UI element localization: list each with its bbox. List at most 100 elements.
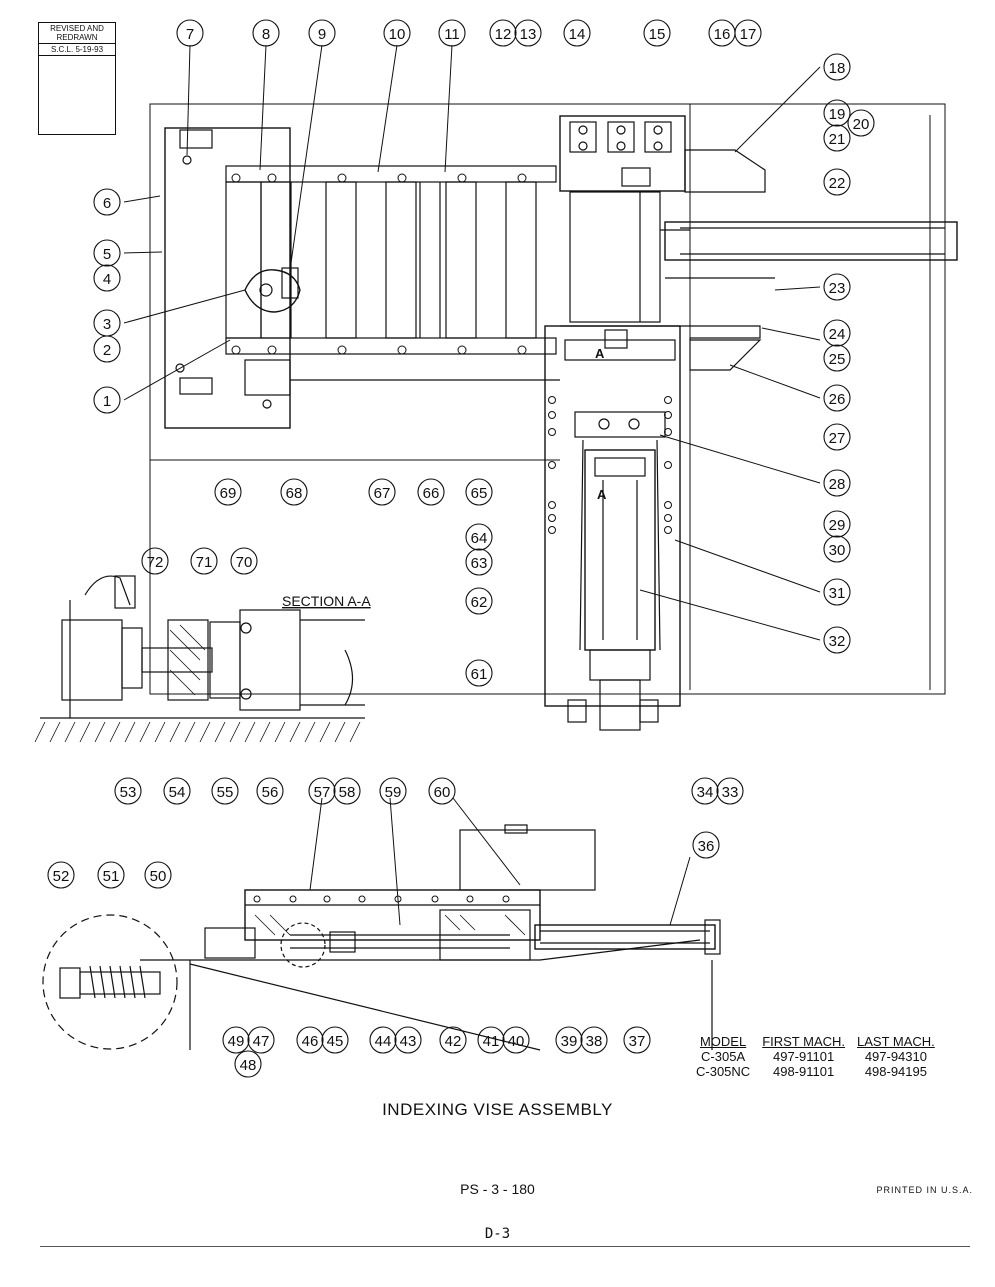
first-mach-header: FIRST MACH. bbox=[762, 1034, 846, 1049]
printed-note: PRINTED IN U.S.A. bbox=[876, 1185, 973, 1195]
svg-text:15: 15 bbox=[649, 26, 666, 43]
callout-72: 72 bbox=[141, 547, 169, 575]
svg-text:61: 61 bbox=[471, 666, 488, 683]
callout-25: 25 bbox=[823, 344, 851, 372]
svg-text:32: 32 bbox=[829, 633, 846, 650]
svg-text:11: 11 bbox=[444, 26, 460, 43]
callout-7: 7 bbox=[176, 19, 204, 47]
first-mach-cell: 498-91101 bbox=[772, 1064, 835, 1079]
callout-36: 36 bbox=[692, 831, 720, 859]
callout-28: 28 bbox=[823, 469, 851, 497]
svg-text:8: 8 bbox=[262, 26, 270, 43]
svg-text:69: 69 bbox=[220, 485, 237, 502]
callout-40: 40 bbox=[502, 1026, 530, 1054]
svg-text:59: 59 bbox=[385, 784, 402, 801]
svg-text:12: 12 bbox=[495, 26, 512, 43]
svg-text:60: 60 bbox=[434, 784, 451, 801]
callout-37: 37 bbox=[623, 1026, 651, 1054]
callout-4: 4 bbox=[93, 264, 121, 292]
callout-69: 69 bbox=[214, 478, 242, 506]
last-mach-cell: 497-94310 bbox=[864, 1049, 927, 1064]
table-row: C-305A 497-91101 497-94310 bbox=[690, 1049, 941, 1064]
svg-text:71: 71 bbox=[196, 554, 213, 571]
svg-text:29: 29 bbox=[829, 517, 846, 534]
callout-27: 27 bbox=[823, 423, 851, 451]
table-row: C-305NC 498-91101 498-94195 bbox=[690, 1064, 941, 1079]
callout-15: 15 bbox=[643, 19, 671, 47]
callout-46: 46 bbox=[296, 1026, 324, 1054]
callout-26: 26 bbox=[823, 384, 851, 412]
model-cell: C-305A bbox=[701, 1049, 746, 1064]
callout-38: 38 bbox=[580, 1026, 608, 1054]
last-mach-header: LAST MACH. bbox=[857, 1034, 935, 1049]
svg-text:23: 23 bbox=[829, 280, 846, 297]
svg-text:1: 1 bbox=[103, 393, 111, 410]
callout-47: 47 bbox=[247, 1026, 275, 1054]
callout-61: 61 bbox=[465, 659, 493, 687]
revision-line-3: S.C.L. 5-19-93 bbox=[39, 44, 115, 56]
callout-70: 70 bbox=[230, 547, 258, 575]
svg-text:46: 46 bbox=[302, 1033, 319, 1050]
callout-16: 16 bbox=[708, 19, 736, 47]
svg-text:68: 68 bbox=[286, 485, 303, 502]
svg-text:63: 63 bbox=[471, 555, 488, 572]
callout-56: 56 bbox=[256, 777, 284, 805]
svg-text:66: 66 bbox=[423, 485, 440, 502]
callout-45: 45 bbox=[321, 1026, 349, 1054]
callout-24: 24 bbox=[823, 319, 851, 347]
callout-67: 67 bbox=[368, 478, 396, 506]
svg-text:52: 52 bbox=[53, 868, 70, 885]
callout-23: 23 bbox=[823, 273, 851, 301]
callout-57: 57 bbox=[308, 777, 336, 805]
callout-10: 10 bbox=[383, 19, 411, 47]
callout-9: 9 bbox=[308, 19, 336, 47]
svg-text:31: 31 bbox=[829, 585, 846, 602]
callout-42: 42 bbox=[439, 1026, 467, 1054]
svg-text:20: 20 bbox=[853, 116, 870, 133]
callout-31: 31 bbox=[823, 578, 851, 606]
callout-32: 32 bbox=[823, 626, 851, 654]
callout-11: 11 bbox=[438, 19, 466, 47]
revision-line-2: REDRAWN bbox=[56, 33, 98, 42]
callout-48: 48 bbox=[234, 1050, 262, 1078]
callout-63: 63 bbox=[465, 548, 493, 576]
svg-text:48: 48 bbox=[240, 1057, 257, 1074]
callout-39: 39 bbox=[555, 1026, 583, 1054]
last-mach-cell: 498-94195 bbox=[864, 1064, 927, 1079]
svg-text:44: 44 bbox=[375, 1033, 392, 1050]
svg-text:3: 3 bbox=[103, 316, 111, 333]
svg-text:13: 13 bbox=[520, 26, 537, 43]
drawing-title: INDEXING VISE ASSEMBLY bbox=[382, 1100, 613, 1119]
svg-text:14: 14 bbox=[569, 26, 586, 43]
callout-3: 3 bbox=[93, 309, 121, 337]
svg-text:43: 43 bbox=[400, 1033, 417, 1050]
callout-6: 6 bbox=[93, 188, 121, 216]
callout-13: 13 bbox=[514, 19, 542, 47]
svg-text:53: 53 bbox=[120, 784, 137, 801]
callout-22: 22 bbox=[823, 168, 851, 196]
callout-58: 58 bbox=[333, 777, 361, 805]
svg-text:16: 16 bbox=[714, 26, 731, 43]
svg-text:37: 37 bbox=[629, 1033, 646, 1050]
callout-49: 49 bbox=[222, 1026, 250, 1054]
callout-8: 8 bbox=[252, 19, 280, 47]
revision-line-1: REVISED AND bbox=[50, 24, 104, 33]
callout-53: 53 bbox=[114, 777, 142, 805]
model-header: MODEL bbox=[699, 1034, 747, 1049]
svg-text:28: 28 bbox=[829, 476, 846, 493]
callout-5: 5 bbox=[93, 239, 121, 267]
callout-17: 17 bbox=[734, 19, 762, 47]
svg-text:56: 56 bbox=[262, 784, 279, 801]
model-table: MODEL FIRST MACH. LAST MACH. C-305A 497-… bbox=[690, 1034, 941, 1079]
svg-text:65: 65 bbox=[471, 485, 488, 502]
callout-52: 52 bbox=[47, 861, 75, 889]
callout-59: 59 bbox=[379, 777, 407, 805]
svg-text:25: 25 bbox=[829, 351, 846, 368]
section-label: SECTION A-A bbox=[282, 593, 371, 609]
svg-text:55: 55 bbox=[217, 784, 234, 801]
svg-text:6: 6 bbox=[103, 195, 111, 212]
section-marker-a-top: A bbox=[595, 346, 605, 361]
callout-33: 33 bbox=[716, 777, 744, 805]
svg-text:57: 57 bbox=[314, 784, 331, 801]
callout-30: 30 bbox=[823, 535, 851, 563]
